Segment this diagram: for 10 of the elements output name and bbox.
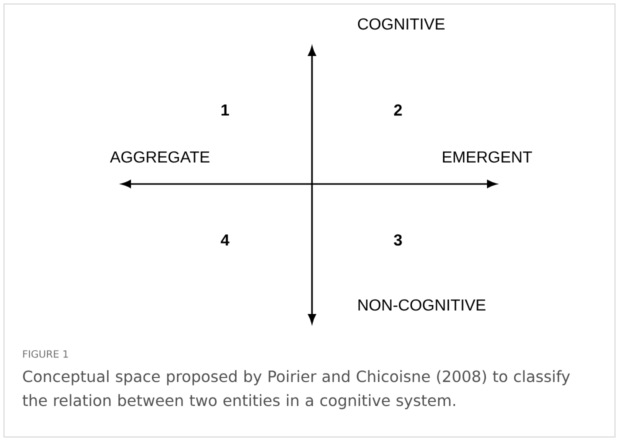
caption: Conceptual space proposed by Poirier and Chicoisne (2008) to classify the relation between two entities in a cognitive system. [22, 370, 570, 410]
axis-label: EMERGENT [442, 151, 532, 163]
axis-label: COGNITIVE [358, 18, 445, 30]
quadrant-number: 1 [222, 104, 229, 116]
axis-label: NON-COGNITIVE [358, 299, 486, 311]
quadrant-number: 4 [220, 234, 230, 246]
axis-label: AGGREGATE [110, 151, 210, 163]
quadrant-number: 2 [394, 104, 402, 116]
figure-label: FIGURE 1 [23, 350, 68, 358]
quadrant-number: 3 [394, 234, 402, 246]
